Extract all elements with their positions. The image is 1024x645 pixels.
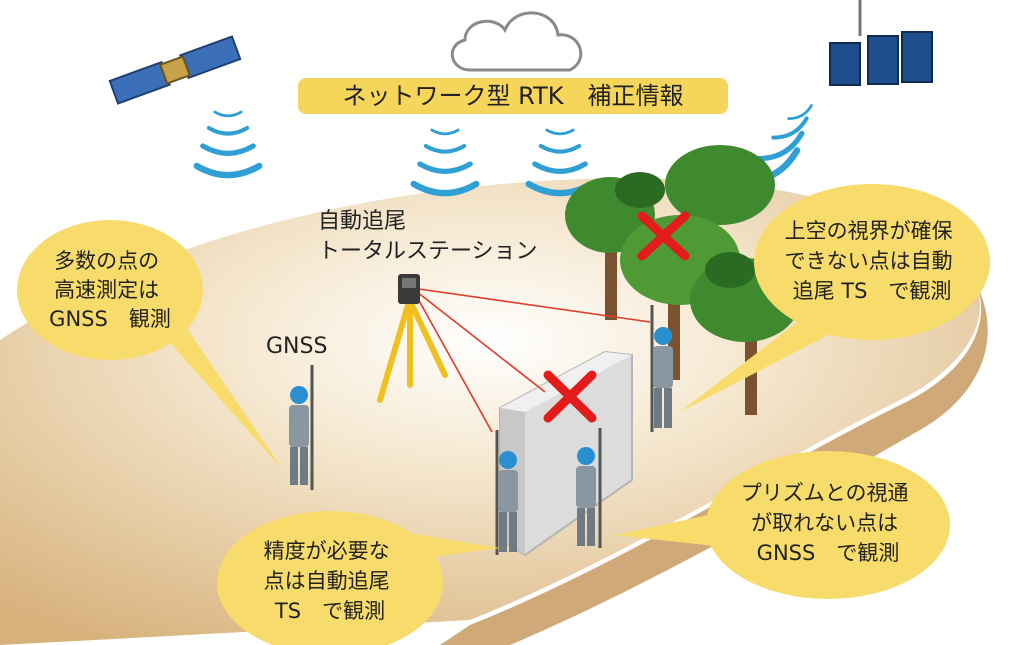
svg-text:精度が必要な 点は自動追尾 TS で: 精度が必要な 点は自動追尾 TS で観測 <box>264 539 397 623</box>
callout-left-top: 多数の点の 高速測定は GNSS 観測 <box>17 220 283 470</box>
surveyor-icon <box>650 305 673 432</box>
ground-rim <box>440 260 988 645</box>
surveyor-icon <box>495 430 518 555</box>
signal-wave-icon <box>197 110 259 175</box>
svg-text:多数の点の 高速測定は GNSS 観: 多数の点の 高速測定は GNSS 観測 <box>49 249 171 331</box>
surveyor-icon <box>576 428 602 548</box>
blocked-x-icon <box>543 370 597 423</box>
total-station-label: 自動追尾 トータルステーション <box>318 209 538 264</box>
callout-right-top: 上空の視界が確保 できない点は自動 追尾 TS で観測 <box>680 184 990 412</box>
callout-bottom-right: プリズムとの視通 が取れない点は GNSS で観測 <box>615 451 950 599</box>
callout-bottom-left: 精度が必要な 点は自動追尾 TS で観測 <box>217 511 500 645</box>
gnss-label: GNSS <box>266 334 327 359</box>
signal-wave-icon <box>414 128 476 193</box>
header-banner: ネットワーク型 RTK 補正情報 <box>298 78 728 114</box>
cloud-icon <box>450 11 583 72</box>
svg-text:上空の視界が確保 できない点は自動: 上空の視界が確保 できない点は自動 追尾 TS で観測 <box>785 219 960 303</box>
satellite-icon <box>829 0 933 86</box>
header-banner-text: ネットワーク型 RTK 補正情報 <box>343 82 684 110</box>
svg-text:プリズムとの視通 が取れない点は G: プリズムとの視通 が取れない点は GNSS で観測 <box>741 481 915 565</box>
sight-lines <box>411 287 651 433</box>
satellite-icon <box>108 35 242 105</box>
surveyor-icon <box>289 365 314 490</box>
tripod-icon <box>377 274 448 403</box>
blocked-x-icon <box>637 211 690 261</box>
